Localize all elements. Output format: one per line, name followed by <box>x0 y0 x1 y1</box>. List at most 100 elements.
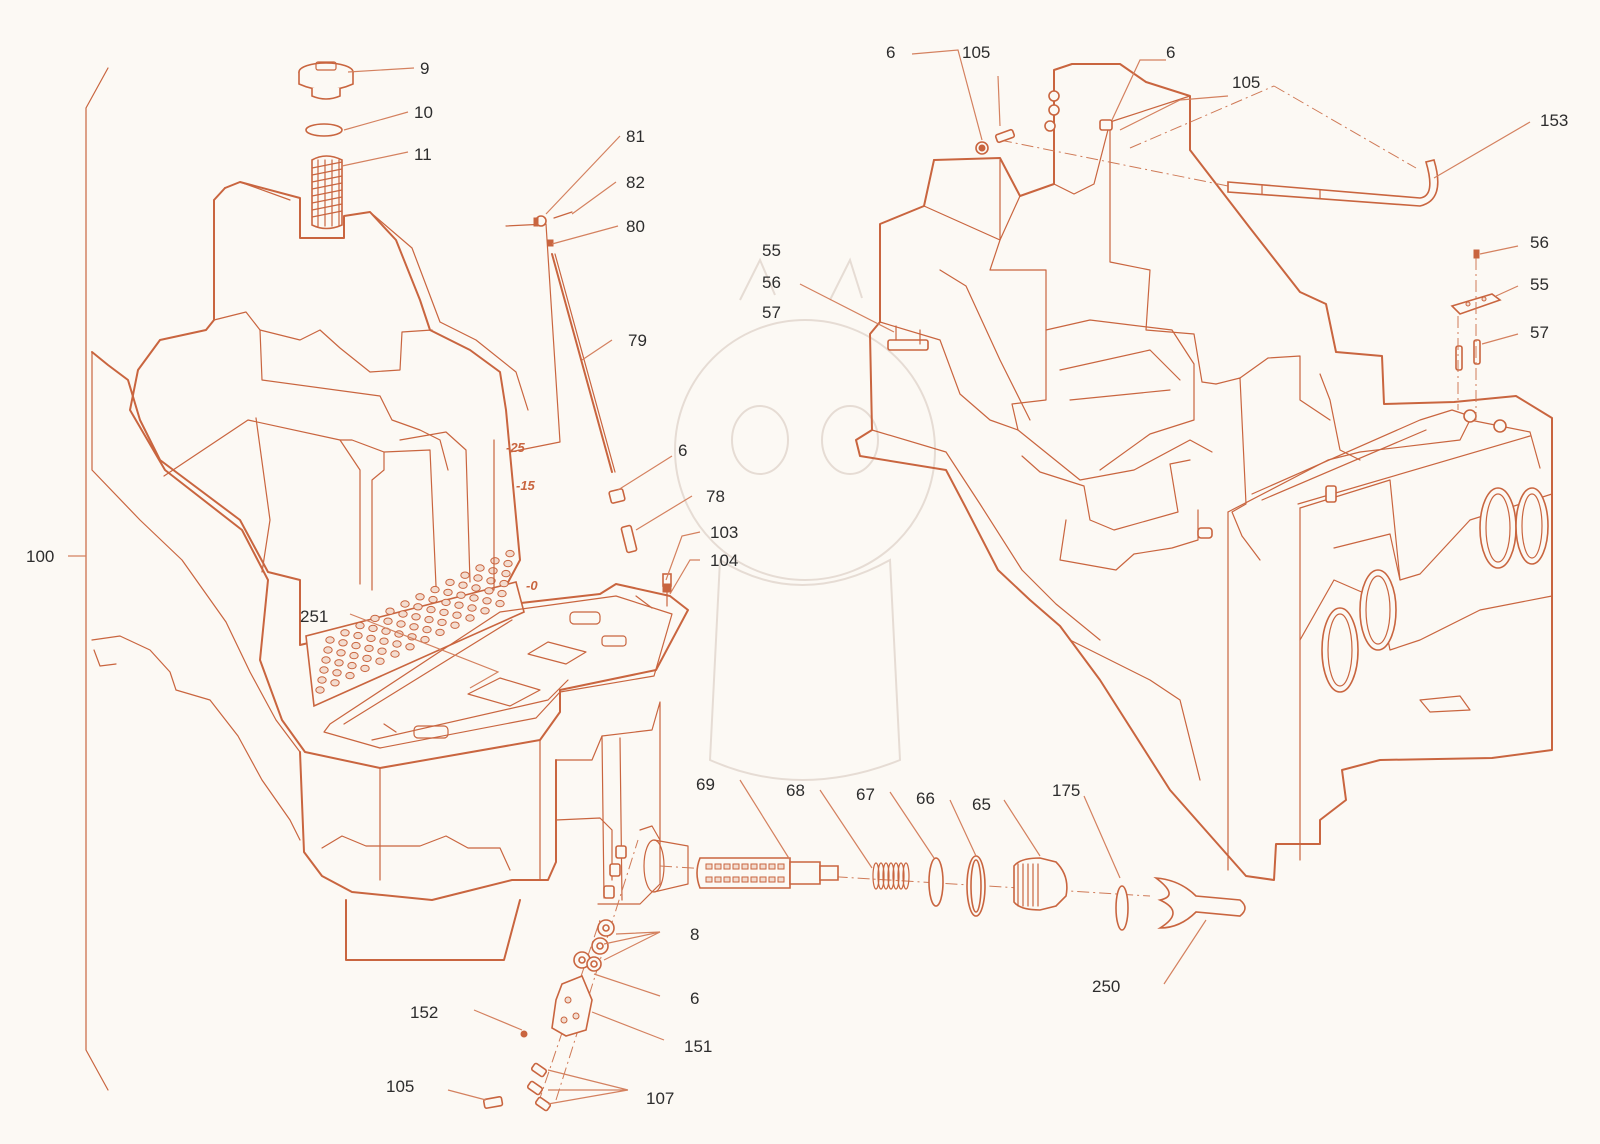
callout-57-right: 57 <box>1530 323 1549 342</box>
baffle-hole <box>364 644 374 653</box>
callout-104: 104 <box>710 551 738 570</box>
outlet-fitting <box>1013 857 1068 911</box>
baffle-hole <box>392 640 402 648</box>
gauge-mark-15: -15 <box>516 478 536 493</box>
baffle-hole <box>321 656 331 664</box>
callout-67: 67 <box>856 785 875 804</box>
baffle-hole <box>351 641 361 650</box>
wrench-tool <box>1153 876 1246 929</box>
sight-gauge: -25 -15 -0 <box>493 439 538 593</box>
baffle-hole <box>428 595 438 604</box>
baffle-hole <box>450 621 460 629</box>
baffle-hole <box>460 571 470 579</box>
baffle-hole <box>345 671 355 680</box>
baffle-hole <box>340 629 350 637</box>
callout-9: 9 <box>420 59 429 78</box>
baffle-hole <box>437 618 447 627</box>
assembly-bracket <box>68 67 109 1091</box>
callout-78: 78 <box>706 487 725 506</box>
callout-251: 251 <box>300 607 328 626</box>
baffle-hole <box>390 650 400 658</box>
manifold-block <box>551 974 593 1037</box>
callout-69: 69 <box>696 775 715 794</box>
snap-ring <box>1115 885 1129 931</box>
drain-manifold-group <box>482 839 639 1112</box>
washer <box>928 857 944 907</box>
suction-strainer <box>696 857 791 889</box>
baffle-hole <box>330 679 340 687</box>
callout-6-manifold: 6 <box>690 989 699 1008</box>
baffle-hole <box>486 577 496 585</box>
baffle-hole <box>409 623 419 631</box>
filler-cap-group <box>298 61 354 230</box>
watermark-figure <box>674 257 936 781</box>
baffle-hole <box>349 651 359 660</box>
baffle-hole <box>347 661 357 670</box>
callout-11: 11 <box>414 145 432 164</box>
callout-55-right: 55 <box>1530 275 1549 294</box>
gauge-mark-25: -25 <box>506 440 526 455</box>
baffle-holes <box>315 549 515 694</box>
baffle-hole <box>377 647 387 655</box>
baffle-hole <box>488 567 498 575</box>
baffle-hole <box>400 600 410 608</box>
baffle-hole <box>385 607 395 615</box>
outlet-strainer-group <box>659 855 1246 931</box>
callout-80: 80 <box>626 217 645 236</box>
baffle-hole <box>368 624 378 633</box>
baffle-hole <box>435 628 445 637</box>
callout-8: 8 <box>690 925 699 944</box>
baffle-hole <box>315 686 325 694</box>
baffle-hole <box>334 659 344 667</box>
o-ring <box>305 123 343 137</box>
baffle-hole <box>332 669 342 677</box>
oil-tank-right-view <box>855 63 1553 881</box>
baffle-hole <box>424 615 434 624</box>
baffle-hole <box>319 666 329 674</box>
baffle-hole <box>458 581 468 589</box>
baffle-hole <box>360 664 370 673</box>
baffle-hole <box>396 620 406 628</box>
baffle-hole <box>501 569 511 578</box>
callout-82: 82 <box>626 173 645 192</box>
callout-6-top-left: 6 <box>886 43 895 62</box>
baffle-hole <box>375 657 385 665</box>
callout-103: 103 <box>710 523 738 542</box>
spring <box>872 862 910 890</box>
callout-105-top-right: 105 <box>1232 73 1260 92</box>
baffle-hole <box>413 603 423 611</box>
callout-151: 151 <box>684 1037 712 1056</box>
baffle-hole <box>426 605 436 614</box>
filler-strainer <box>311 155 343 230</box>
callout-leaders <box>341 49 1531 1105</box>
baffle-hole <box>482 597 492 605</box>
baffle-hole <box>454 601 464 609</box>
callout-107: 107 <box>646 1089 674 1108</box>
baffle-hole <box>415 593 425 601</box>
baffle-hole <box>445 578 455 587</box>
port <box>1515 487 1549 565</box>
baffle-hole <box>338 639 348 647</box>
baffle-hole <box>471 584 481 592</box>
baffle-hole <box>443 588 453 597</box>
callout-65: 65 <box>972 795 991 814</box>
baffle-hole <box>452 611 462 619</box>
baffle-hole <box>353 631 363 640</box>
callout-175: 175 <box>1052 781 1080 800</box>
baffle-hole <box>480 607 490 615</box>
baffle-hole <box>430 585 440 594</box>
port <box>1359 569 1397 651</box>
callout-152: 152 <box>410 1003 438 1022</box>
oil-tank-left-view: -25 -15 -0 <box>91 181 689 961</box>
port <box>1321 607 1359 693</box>
baffle-hole <box>355 621 365 630</box>
callout-79: 79 <box>628 331 647 350</box>
callout-55-left: 55 <box>762 241 781 260</box>
baffle-hole <box>325 636 335 644</box>
baffle-hole <box>411 613 421 621</box>
baffle-hole <box>362 654 372 663</box>
callout-labels: 9 10 11 81 82 80 79 6 78 103 104 251 100… <box>26 43 1568 1108</box>
baffle-hole <box>467 604 477 612</box>
callout-56-left: 56 <box>762 273 781 292</box>
